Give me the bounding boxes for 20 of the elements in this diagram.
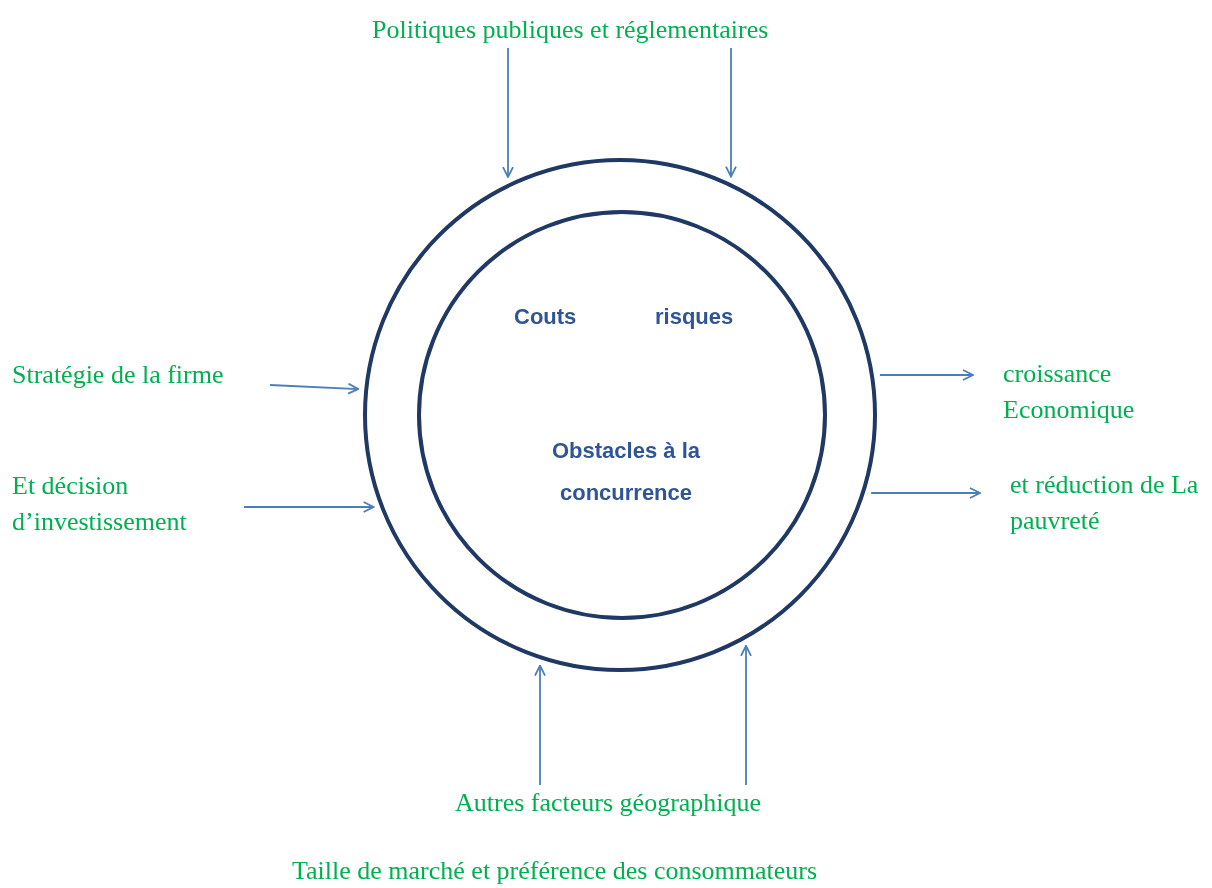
arrow xyxy=(725,47,737,178)
arrow xyxy=(879,369,974,381)
factor-label: et réduction de La pauvreté xyxy=(1010,469,1200,537)
circle-text: risques xyxy=(655,303,734,331)
circle xyxy=(417,210,827,620)
arrow xyxy=(740,644,752,786)
factor-label: Autres facteurs géographique xyxy=(455,787,763,819)
note-text: Taille de marché et préférence des consommateurs xyxy=(292,855,818,887)
factor-label: croissance Economique xyxy=(1003,358,1136,426)
factor-label: Et décision d’investissement xyxy=(12,470,188,538)
circle-text: Couts xyxy=(514,303,577,331)
circle xyxy=(363,158,877,672)
circle-text: Obstacles à la concurrence xyxy=(551,437,701,507)
arrow xyxy=(243,501,375,513)
factor-label: Politiques publiques et réglementaires xyxy=(372,14,770,46)
arrow xyxy=(269,382,360,395)
factor-label: Stratégie de la firme xyxy=(12,359,225,391)
arrow xyxy=(534,664,546,786)
arrow xyxy=(502,47,514,178)
arrow xyxy=(870,487,981,499)
